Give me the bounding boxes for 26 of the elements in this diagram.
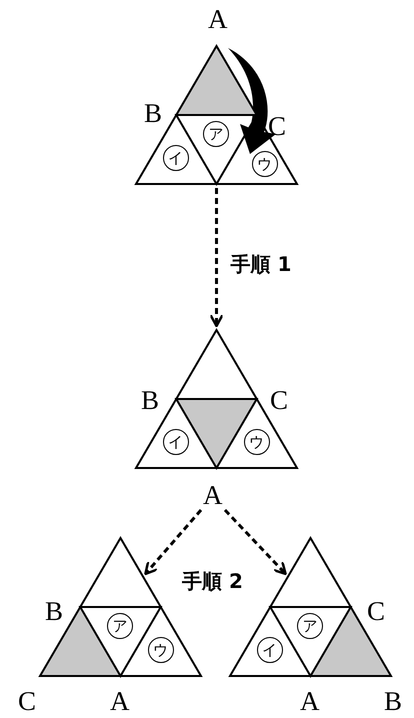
vertex-letter: C bbox=[367, 598, 386, 625]
vertex-letter: B bbox=[141, 387, 160, 414]
circled-label: ウ bbox=[244, 428, 270, 454]
vertex-letter: B bbox=[144, 100, 162, 127]
vertex-letter: C bbox=[270, 387, 288, 414]
vertex-letter: C bbox=[268, 113, 286, 140]
circled-label: ア bbox=[203, 120, 229, 146]
dashed-arrow bbox=[144, 509, 202, 576]
dashed-arrow bbox=[224, 508, 287, 576]
circled-label: ア bbox=[297, 612, 323, 638]
vertex-letter: A bbox=[300, 688, 320, 715]
vertex-letter: C bbox=[18, 688, 36, 715]
vertex-letter: B bbox=[384, 688, 402, 715]
vertex-letter: B bbox=[45, 598, 64, 625]
vertex-letter: A bbox=[110, 688, 130, 715]
vertex-letter: A bbox=[203, 482, 222, 509]
circled-label: ウ bbox=[252, 150, 278, 176]
circled-label: イ bbox=[256, 636, 282, 662]
circled-label: ウ bbox=[148, 636, 174, 662]
circled-label: ア bbox=[107, 612, 133, 638]
circled-label: イ bbox=[162, 428, 188, 454]
vertex-letter: A bbox=[208, 6, 228, 33]
step-label: 手順 2 bbox=[182, 570, 243, 592]
dashed-arrow bbox=[209, 188, 224, 328]
circled-label: イ bbox=[162, 144, 188, 170]
edge-label: 手順 1 bbox=[230, 253, 292, 275]
